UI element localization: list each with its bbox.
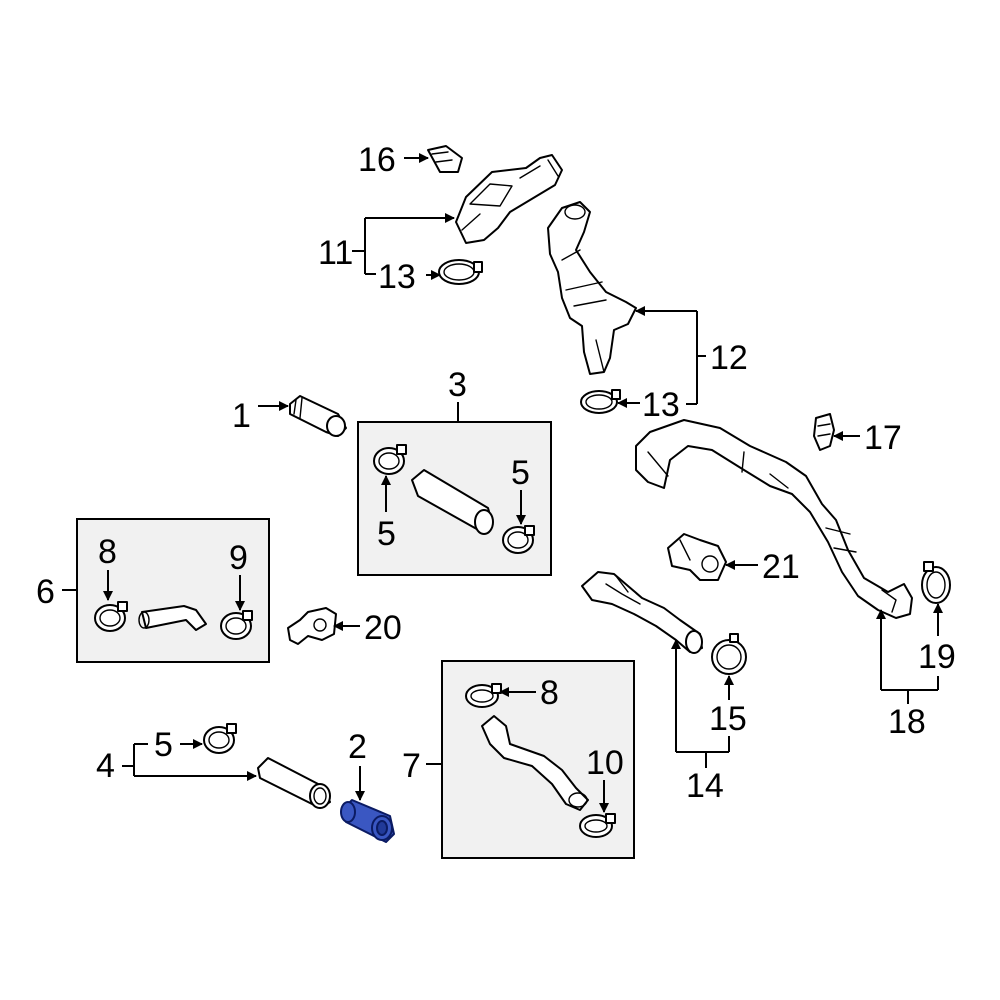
- part-4-hose[interactable]: [257, 757, 331, 809]
- part-5-clamp-lower-left[interactable]: [203, 723, 237, 754]
- callout-9: 9: [229, 539, 248, 577]
- part-19-clamp[interactable]: [921, 561, 951, 604]
- callout-12: 12: [710, 339, 748, 377]
- part-20-flange-elbow[interactable]: [287, 607, 337, 645]
- part-11-intake-pipe[interactable]: [455, 154, 563, 244]
- part-21-valve[interactable]: [667, 533, 727, 581]
- callout-5-lower: 5: [154, 726, 173, 764]
- callout-13-lower: 13: [642, 386, 680, 424]
- part-13-clamp-upper[interactable]: [438, 259, 483, 285]
- callout-14: 14: [686, 767, 724, 805]
- callout-7: 7: [402, 747, 421, 785]
- callout-2: 2: [348, 728, 367, 766]
- part-13-clamp-lower[interactable]: [580, 389, 621, 414]
- callout-3: 3: [448, 366, 467, 404]
- part-6-hose[interactable]: [138, 605, 207, 631]
- part-3-clamp-right[interactable]: [502, 525, 535, 554]
- callout-15: 15: [709, 700, 747, 738]
- part-18-large-pipe[interactable]: [635, 419, 913, 619]
- callout-6: 6: [36, 573, 55, 611]
- callout-5-left: 5: [377, 515, 396, 553]
- part-6-clamp-8[interactable]: [94, 601, 128, 632]
- callout-labels: 16 11 13 12 13 1 3 5 5 17 6 8 9 20 21 15…: [36, 141, 956, 805]
- callout-5-right: 5: [511, 454, 530, 492]
- part-7-curved-hose[interactable]: [481, 715, 589, 811]
- callout-19: 19: [918, 638, 956, 676]
- part-16-sensor[interactable]: [427, 145, 463, 173]
- callout-11: 11: [318, 234, 353, 272]
- callout-8-group6: 8: [98, 533, 117, 571]
- part-3-clamp-left[interactable]: [373, 444, 407, 475]
- part-1-hose[interactable]: [289, 395, 347, 437]
- callout-13-upper: 13: [378, 258, 416, 296]
- callout-8-group7: 8: [540, 674, 559, 712]
- callout-17: 17: [864, 419, 902, 457]
- callout-18: 18: [888, 703, 926, 741]
- leader-lines: [62, 153, 943, 813]
- part-2-highlighted-hose[interactable]: [340, 799, 395, 843]
- callout-1: 1: [232, 397, 251, 435]
- part-17-sensor[interactable]: [813, 413, 835, 451]
- part-12-charge-pipe[interactable]: [547, 201, 637, 375]
- callout-20: 20: [364, 609, 402, 647]
- callout-10: 10: [586, 744, 624, 782]
- callout-4: 4: [96, 747, 115, 785]
- callout-16: 16: [358, 141, 396, 179]
- callout-21: 21: [762, 548, 800, 586]
- part-14-pipe[interactable]: [581, 571, 703, 654]
- part-3-hose[interactable]: [411, 469, 494, 535]
- part-15-clamp[interactable]: [711, 633, 747, 675]
- part-7-clamp-10[interactable]: [579, 813, 616, 838]
- part-6-clamp-9[interactable]: [220, 610, 253, 640]
